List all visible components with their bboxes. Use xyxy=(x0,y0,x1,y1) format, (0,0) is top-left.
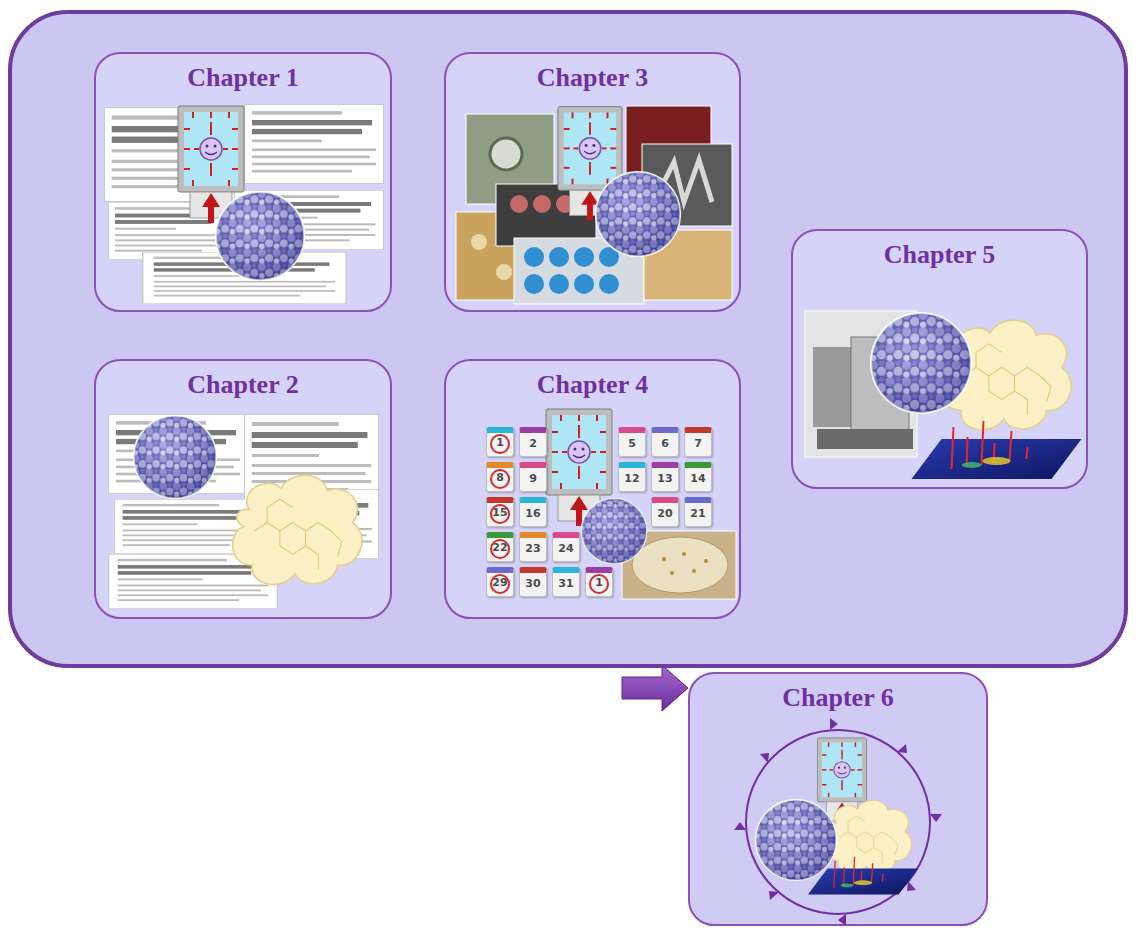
calendar-tile: 23 xyxy=(519,532,547,562)
chapter-box: Chapter 5 xyxy=(791,229,1088,489)
chapter-title: Chapter 1 xyxy=(187,62,298,94)
calendar-day: 1 xyxy=(490,434,510,454)
calendar-day: 24 xyxy=(556,540,576,558)
calendar-tile: 1 xyxy=(585,567,613,597)
calendar-day: 2 xyxy=(523,435,543,453)
calendar-tile: 29 xyxy=(486,567,514,597)
calendar-tile: 16 xyxy=(519,497,547,527)
calendar-day: 13 xyxy=(655,470,675,488)
chapter-box: Chapter 3 xyxy=(444,52,741,312)
calendar-tile: 31 xyxy=(552,567,580,597)
calendar-tile: 12 xyxy=(618,462,646,492)
group-panel: Chapter 1 Chapter 2 Chapter 3 Chapter 4 1… xyxy=(8,10,1128,668)
calendar-day: 1 xyxy=(589,574,609,594)
calendar-day: 15 xyxy=(490,504,510,524)
calendar-day: 8 xyxy=(490,469,510,489)
calendar-day: 14 xyxy=(688,470,708,488)
calendar-tile: 22 xyxy=(486,532,514,562)
calendar-tile: 6 xyxy=(651,427,679,457)
calendar-tile: 15 xyxy=(486,497,514,527)
chapter-box: Chapter 6 xyxy=(688,672,988,926)
calendar-tile: 20 xyxy=(651,497,679,527)
calendar-day: 7 xyxy=(688,435,708,453)
calendar-day: 9 xyxy=(523,470,543,488)
calendar-day: 6 xyxy=(655,435,675,453)
calendar-day: 21 xyxy=(688,505,708,523)
chapter-box: Chapter 41256789121314151620212223242930… xyxy=(444,359,741,619)
calendar-day: 22 xyxy=(490,539,510,559)
chapter-title: Chapter 4 xyxy=(537,369,648,401)
calendar-tile: 13 xyxy=(651,462,679,492)
chapter-title: Chapter 5 xyxy=(884,239,995,271)
calendar-tile: 9 xyxy=(519,462,547,492)
chapter-title: Chapter 3 xyxy=(537,62,648,94)
calendar-tile: 24 xyxy=(552,532,580,562)
calendar-tile: 1 xyxy=(486,427,514,457)
chapter-box: Chapter 2 xyxy=(94,359,392,619)
chapter-title: Chapter 2 xyxy=(187,369,298,401)
calendar-day: 29 xyxy=(490,574,510,594)
calendar-tile: 8 xyxy=(486,462,514,492)
calendar-tile: 21 xyxy=(684,497,712,527)
flow-arrow xyxy=(622,665,688,711)
calendar-day: 30 xyxy=(523,575,543,593)
calendar-day: 20 xyxy=(655,505,675,523)
calendar-day: 5 xyxy=(622,435,642,453)
calendar-day: 31 xyxy=(556,575,576,593)
calendar-tile: 7 xyxy=(684,427,712,457)
calendar-tile: 5 xyxy=(618,427,646,457)
calendar-tile: 2 xyxy=(519,427,547,457)
calendar-day: 23 xyxy=(523,540,543,558)
calendar-tile: 30 xyxy=(519,567,547,597)
chapter-title: Chapter 6 xyxy=(782,682,893,714)
calendar-day: 16 xyxy=(523,505,543,523)
calendar-day: 12 xyxy=(622,470,642,488)
chapter-box: Chapter 1 xyxy=(94,52,392,312)
calendar-tile: 14 xyxy=(684,462,712,492)
